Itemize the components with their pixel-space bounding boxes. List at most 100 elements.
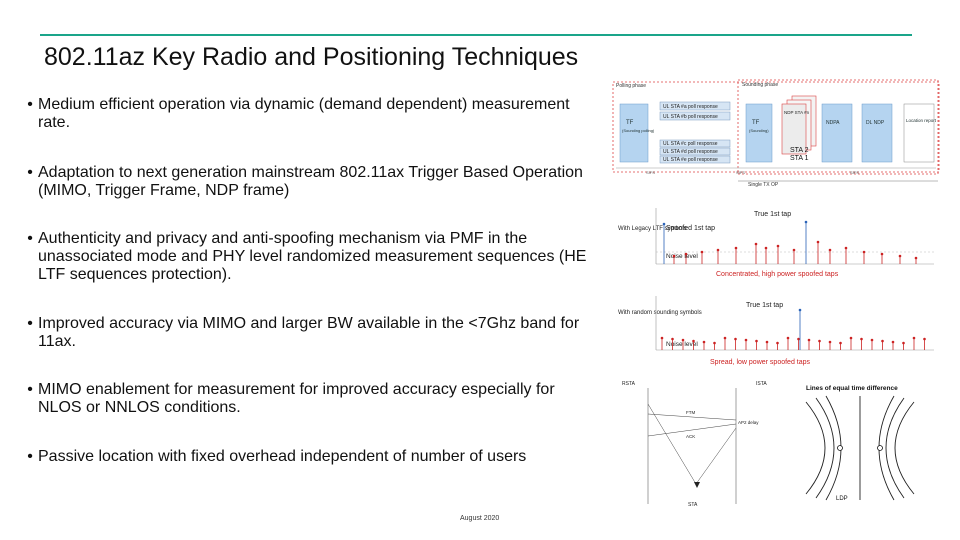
sounding-phase-box	[737, 79, 939, 175]
legacy-noise-label: Noise level	[666, 253, 698, 260]
bullet-dot: •	[27, 315, 33, 332]
ack-label: ACK	[686, 434, 695, 439]
ul-response-a	[659, 101, 731, 111]
bullet-item: • Improved accuracy via MIMO and larger …	[22, 315, 602, 351]
location-report-block	[903, 103, 935, 163]
ista-label: ISTA	[756, 381, 767, 387]
sta1-label: STA 1	[790, 155, 809, 162]
bullet-text: MIMO enablement for measurement for impr…	[38, 381, 555, 416]
anchor-right	[877, 445, 883, 451]
legacy-tap-head	[754, 242, 758, 246]
anchor-left	[837, 445, 843, 451]
random-tap-head	[755, 339, 758, 343]
random-tap-head	[891, 340, 895, 344]
txop-label: Single TX OP	[748, 182, 779, 188]
bullet-item: • Adaptation to next generation mainstre…	[22, 164, 602, 200]
random-tap-head	[713, 341, 716, 345]
legacy-tap-head	[734, 246, 738, 250]
legacy-true-tap-label: True 1st tap	[754, 211, 791, 218]
polling-label: Polling phase	[616, 83, 646, 89]
legacy-tap-head	[776, 244, 780, 248]
equal-time-title: Lines of equal time difference	[806, 385, 898, 392]
sifs-label: SIFS	[850, 170, 859, 175]
tf-polling-label: TF	[626, 120, 634, 126]
title-underline	[40, 34, 912, 36]
bullet-dot: •	[27, 230, 33, 247]
positioning-geometry-diagram: RSTA ISTA FTM ACK AP2 delay STA Lines of…	[622, 381, 915, 508]
dl-ndp-block	[861, 103, 893, 163]
sta2-label: STA 2	[790, 147, 809, 154]
legacy-tap-head	[716, 248, 720, 252]
random-bottom-label: Spread, low power spoofed taps	[710, 359, 811, 366]
random-tap-head	[860, 337, 863, 341]
random-tap-head	[870, 338, 874, 342]
ul-response-d	[659, 147, 731, 156]
bullet-text: Authenticity and privacy and anti-spoofi…	[38, 230, 587, 283]
legacy-side-label: With Legacy LTF symbols	[618, 226, 687, 232]
footer-date: August 2020	[460, 515, 500, 522]
random-tap-head	[807, 338, 811, 342]
bullet-text: Adaptation to next generation mainstream…	[38, 164, 583, 199]
equal-time-curve	[805, 401, 826, 495]
legacy-tap-head	[828, 248, 832, 252]
ndpa-block	[821, 103, 853, 163]
random-tap-head	[702, 340, 706, 344]
legacy-ltf-tap-plot: With Legacy LTF symbols Spoofed 1st tap …	[618, 208, 934, 278]
tf-sounding-sub: (Sounding)	[749, 128, 769, 133]
dl-ndp-label: DL NDP	[866, 120, 885, 126]
legacy-tap-head	[672, 254, 676, 258]
tf-polling-sub: (Sounding polling)	[622, 128, 655, 133]
random-tap-head	[744, 338, 748, 342]
timing-diagram: Polling phase Sounding phase TF (Soundin…	[612, 79, 940, 188]
rsta-label: RSTA	[622, 381, 636, 387]
random-taps	[660, 308, 926, 350]
spoofed-label: Spoofed 1st tap	[666, 225, 715, 232]
legacy-tap-head	[700, 250, 704, 254]
bullet-item: • Medium efficient operation via dynamic…	[22, 96, 602, 132]
random-true-tap-head	[798, 308, 802, 312]
legacy-tap-head	[898, 254, 902, 258]
random-tap-head	[912, 336, 916, 340]
legacy-tap-head	[914, 256, 918, 260]
random-tap-head	[734, 337, 737, 341]
random-sounding-tap-plot: With random sounding symbols True 1st ta…	[618, 296, 934, 366]
bullet-text: Improved accuracy via MIMO and larger BW…	[38, 315, 580, 350]
random-tap-head	[818, 339, 821, 343]
bullet-text: Medium efficient operation via dynamic (…	[38, 96, 570, 131]
rsta-to-sta-line	[647, 403, 697, 485]
random-tap-head	[692, 339, 695, 343]
equal-time-curve	[894, 401, 915, 495]
ul-response-a-label: UL STA #a poll response	[663, 104, 718, 110]
bullet-text: Passive location with fixed overhead ind…	[38, 448, 527, 465]
legacy-tap-head	[792, 248, 796, 252]
random-true-tap-label: True 1st tap	[746, 302, 783, 309]
random-tap-head	[849, 336, 853, 340]
random-tap-head	[923, 337, 926, 341]
random-tap-head	[660, 336, 664, 340]
slide-title: 802.11az Key Radio and Positioning Techn…	[44, 43, 579, 71]
ndpa-label: NDPA	[826, 120, 840, 126]
equal-time-curve	[815, 397, 835, 499]
ul-response-b	[659, 111, 731, 121]
bullet-item: • MIMO enablement for measurement for im…	[22, 381, 602, 417]
ldp-label: LDP	[836, 496, 848, 502]
random-tap-head	[881, 339, 884, 343]
bullet-dot: •	[27, 96, 33, 113]
random-tap-head	[723, 336, 727, 340]
legacy-tap-head	[662, 222, 666, 226]
ndp-stack-front	[781, 103, 807, 155]
ftm-label: FTM	[686, 410, 695, 415]
ul-response-b-label: UL STA #b poll response	[663, 114, 718, 120]
random-tap-head	[902, 341, 905, 345]
random-tap-head	[671, 337, 674, 341]
legacy-tap-head	[816, 240, 820, 244]
bullet-item: • Passive location with fixed overhead i…	[22, 448, 602, 466]
random-tap-head	[765, 340, 769, 344]
equal-time-curve	[885, 397, 905, 499]
random-tap-head	[786, 336, 790, 340]
legacy-bottom-label: Concentrated, high power spoofed taps	[716, 271, 839, 278]
random-noise-label: Noise level	[666, 341, 698, 348]
legacy-tap-head	[862, 250, 866, 254]
ul-response-d-label: UL STA #d poll response	[663, 149, 718, 155]
bullet-dot: •	[27, 164, 33, 181]
